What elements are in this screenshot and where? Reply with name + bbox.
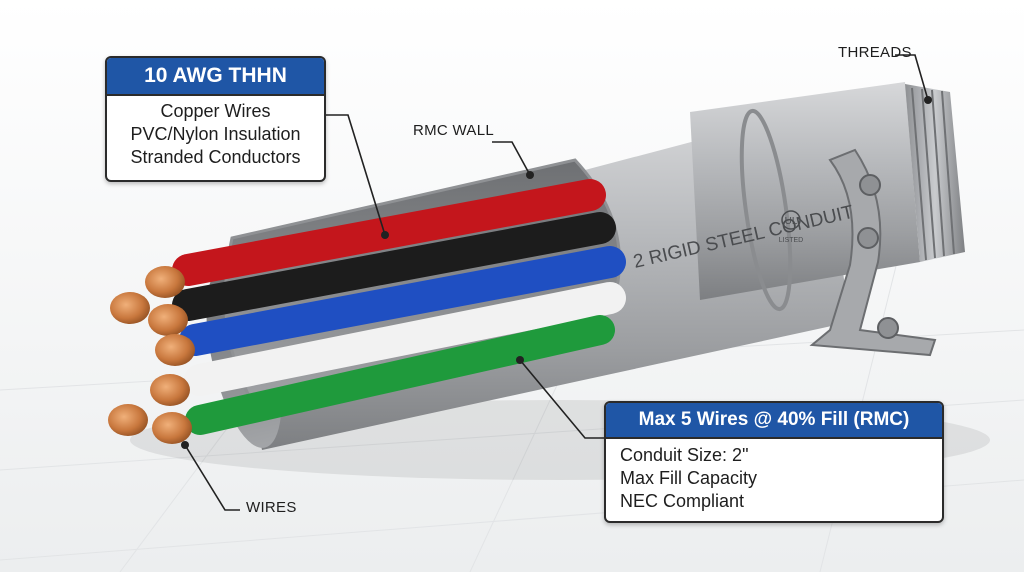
wire-black [172,212,616,321]
fill-spec-title: Max 5 Wires @ 40% Fill (RMC) [606,403,942,439]
wires-label: WIRES [246,499,297,516]
fill-spec-line: NEC Compliant [620,491,745,511]
fill-spec-line: Conduit Size: 2" [620,445,749,465]
fill-spec-body: Conduit Size: 2" Max Fill Capacity NEC C… [606,439,942,513]
leader-fill-callout [519,359,604,439]
leader-lines [184,54,929,511]
wire-spec-body: Copper Wires PVC/Nylon Insulation Strand… [107,96,324,169]
pipe-strap [809,148,937,357]
leader-wires [184,444,240,511]
wire-spec-line: PVC/Nylon Insulation [130,124,301,144]
rmc-wall-label: RMC WALL [413,122,495,139]
threads-label: THREADS [838,44,912,61]
threads [905,84,965,262]
wire-green [185,315,615,435]
wire-spec-line: Copper Wires [160,101,271,121]
leader-threads [895,54,929,101]
coupling [690,82,920,300]
wire-white [184,282,626,396]
copper-strands [108,266,195,444]
bolt [877,317,899,339]
coupling-seam [739,108,793,312]
wire-red [172,179,606,286]
wire-spec-callout: 10 AWG THHN Copper Wires PVC/Nylon Insul… [105,56,326,182]
wire-spec-line: Stranded Conductors [130,147,301,167]
wire-bundle [108,179,626,444]
fill-spec-callout: Max 5 Wires @ 40% Fill (RMC) Conduit Siz… [604,401,944,523]
thread-ridges [911,87,955,261]
wire-spec-title: 10 AWG THHN [107,58,324,96]
ul-listing-mark: UL LISTED [779,210,804,244]
bolt [859,174,881,196]
fill-spec-line: Max Fill Capacity [620,468,758,488]
bolt [857,227,879,249]
leader-dots [181,96,932,449]
leader-rmc-wall [492,141,531,176]
wire-blue [179,246,626,356]
ul-listed-text: LISTED [779,237,804,244]
ul-mark-text: UL [785,216,798,227]
leader-wire-callout [322,114,386,236]
